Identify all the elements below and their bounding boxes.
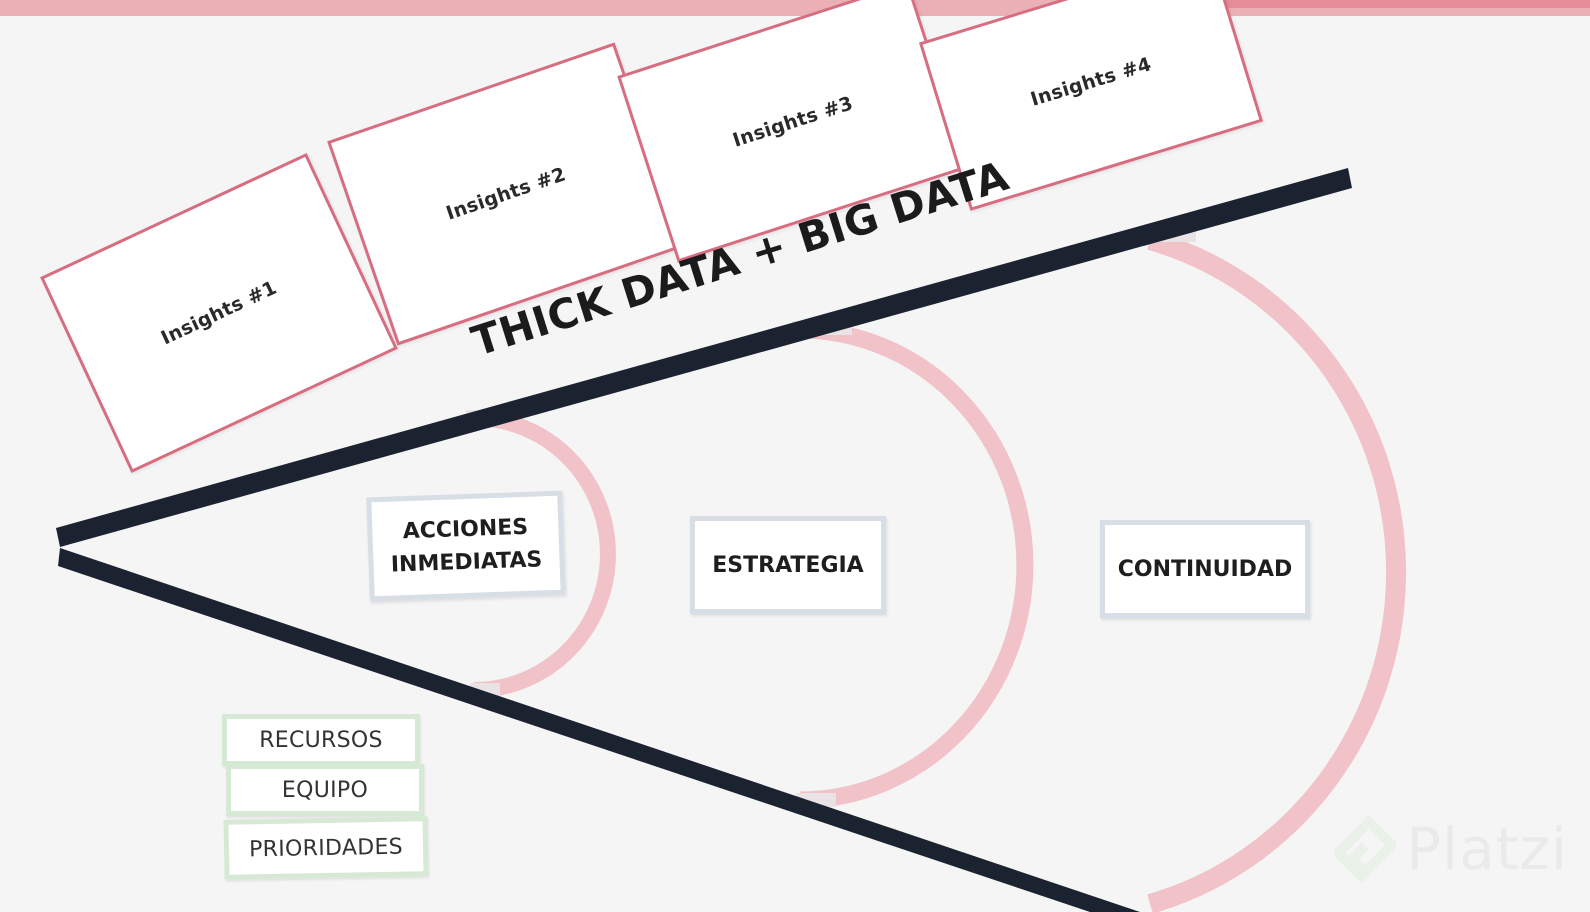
insight-label: Insights #1 <box>157 276 281 350</box>
insight-label: Insights #3 <box>730 92 856 152</box>
phase-card-acciones-inmediatas: ACCIONES INMEDIATAS <box>366 490 566 602</box>
phase-label: CONTINUIDAD <box>1117 556 1293 582</box>
insight-label: Insights #2 <box>443 163 569 225</box>
funnel-upper-arm <box>56 168 1352 547</box>
insight-label: Insights #4 <box>1028 53 1154 111</box>
watermark-text: Platzi <box>1406 815 1568 883</box>
arc-continuity <box>1147 230 1407 912</box>
platzi-logo-icon <box>1334 814 1397 884</box>
phase-label: ACCIONES INMEDIATAS <box>390 514 543 578</box>
funnel-lower-arm <box>58 548 1140 912</box>
phase-label: ESTRATEGIA <box>712 552 864 578</box>
arc-immediate <box>473 410 616 698</box>
platzi-watermark: Platzi <box>1334 814 1568 884</box>
phase-card-estrategia: ESTRATEGIA <box>690 516 886 614</box>
phase-card-continuidad: CONTINUIDAD <box>1100 520 1310 618</box>
resource-card-prioridades: PRIORIDADES <box>223 816 429 880</box>
top-paper-strip-accent <box>1226 0 1590 8</box>
resource-label: RECURSOS <box>259 727 383 753</box>
arc-strategy <box>799 321 1034 809</box>
resource-label: EQUIPO <box>281 777 369 803</box>
resource-card-recursos: RECURSOS <box>222 714 420 766</box>
resource-label: PRIORIDADES <box>248 834 404 862</box>
resource-card-equipo: EQUIPO <box>226 764 424 816</box>
